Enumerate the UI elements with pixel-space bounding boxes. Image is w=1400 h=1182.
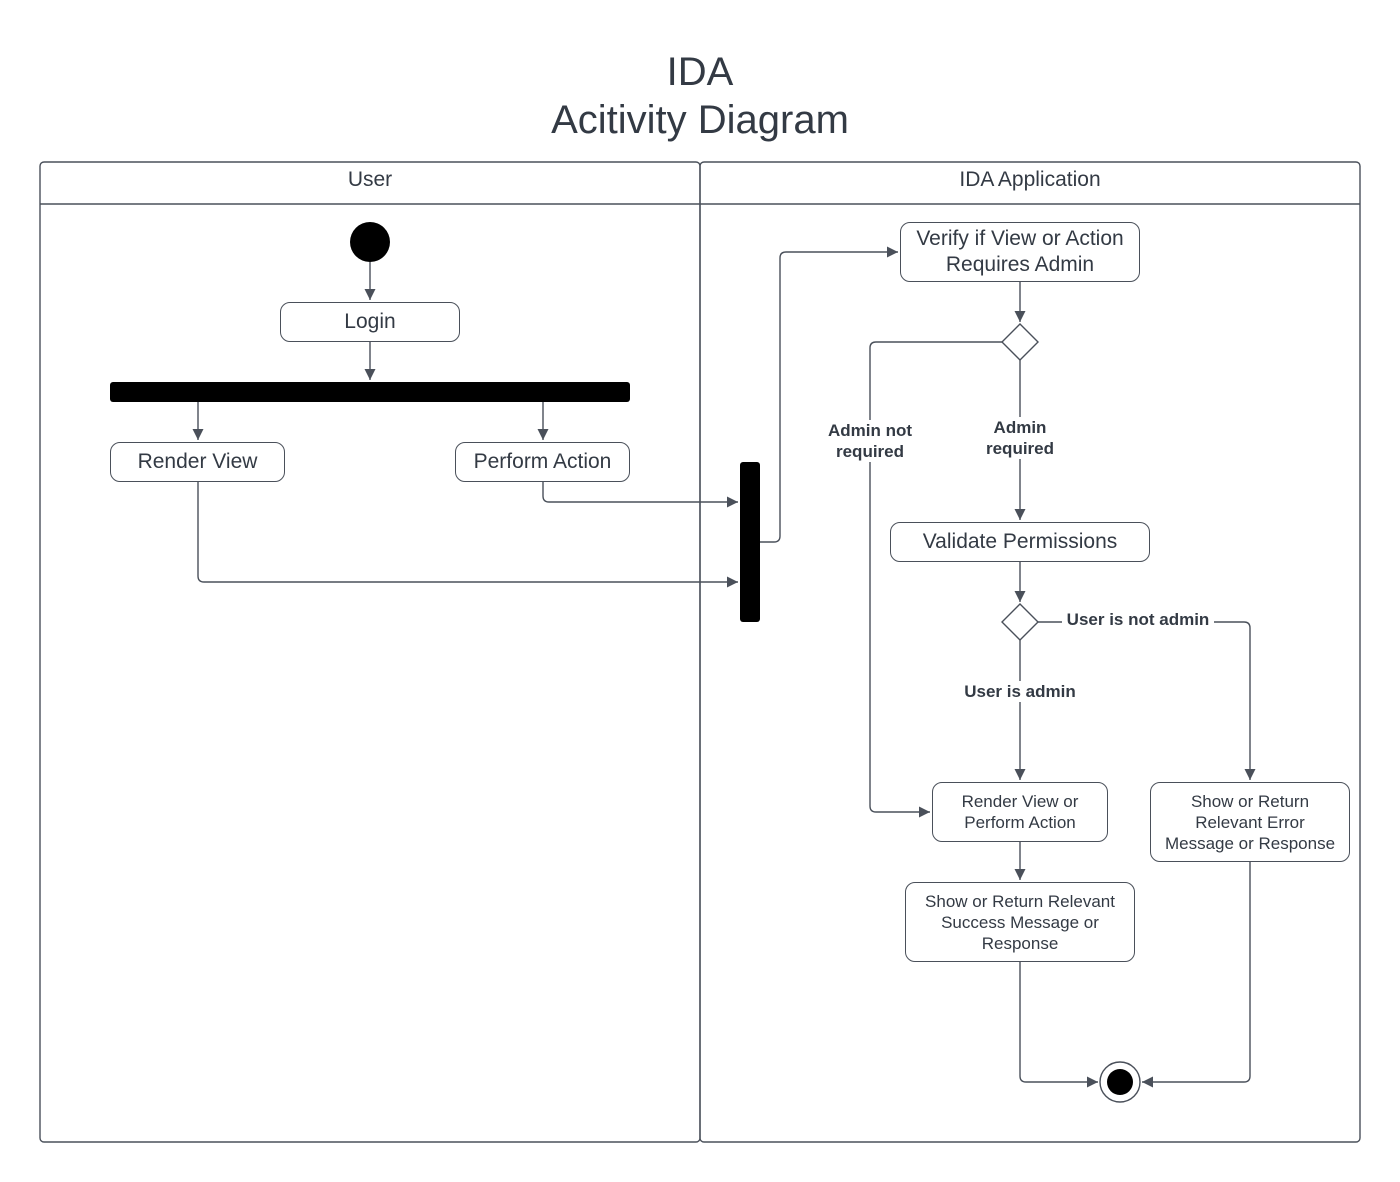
activity-error-message-label: Show or Return Relevant Error Message or…: [1164, 791, 1336, 853]
activity-perform-action-label: Perform Action: [473, 450, 612, 473]
activity-render-view[interactable]: Render View: [110, 442, 285, 482]
edge-label-admin-not-required: Admin not required: [815, 420, 925, 462]
edge-admin-not-required: [869, 341, 1002, 818]
diagram-subtitle: Acitivity Diagram: [551, 98, 849, 142]
activity-success-message-label: Show or Return Relevant Success Message …: [925, 891, 1115, 953]
join-bar: [740, 462, 760, 622]
lane-title-user: User: [347, 168, 393, 191]
edge-user-not-admin: [1038, 621, 1256, 780]
lane-title-ida-application: IDA Application: [959, 168, 1101, 191]
fork-bar: [110, 382, 630, 402]
decision-requires-admin: [1001, 323, 1039, 361]
activity-validate-permissions[interactable]: Validate Permissions: [890, 522, 1150, 562]
activity-perform-action[interactable]: Perform Action: [455, 442, 630, 482]
activity-login-label: Login: [344, 310, 396, 333]
end-node: [1099, 1061, 1141, 1103]
edge-label-user-not-admin: User is not admin: [1062, 609, 1214, 630]
activity-login[interactable]: Login: [280, 302, 460, 342]
activity-validate-label: Validate Permissions: [922, 530, 1118, 553]
activity-success-message[interactable]: Show or Return Relevant Success Message …: [905, 882, 1135, 962]
activity-render-view-label: Render View: [137, 450, 258, 473]
edge-render-view-join: [197, 482, 738, 588]
edge-error-end: [1142, 862, 1251, 1088]
activity-render-or-perform[interactable]: Render View or Perform Action: [932, 782, 1108, 842]
edge-perform-action-join: [542, 482, 738, 508]
activity-verify-requires-admin[interactable]: Verify if View or Action Requires Admin: [900, 222, 1140, 282]
diagram-title: IDA: [666, 50, 734, 94]
decision-is-admin: [1001, 603, 1039, 641]
edge-join-verify: [760, 246, 898, 543]
activity-verify-label: Verify if View or Action Requires Admin: [916, 227, 1124, 276]
start-node: [350, 222, 390, 262]
edge-label-user-is-admin: User is admin: [950, 681, 1090, 702]
edge-success-end: [1019, 962, 1098, 1088]
swimlane-ida-application: [699, 161, 1361, 1143]
activity-error-message[interactable]: Show or Return Relevant Error Message or…: [1150, 782, 1350, 862]
edge-label-admin-required: Admin required: [970, 417, 1070, 459]
activity-render-or-perform-label: Render View or Perform Action: [961, 792, 1079, 832]
